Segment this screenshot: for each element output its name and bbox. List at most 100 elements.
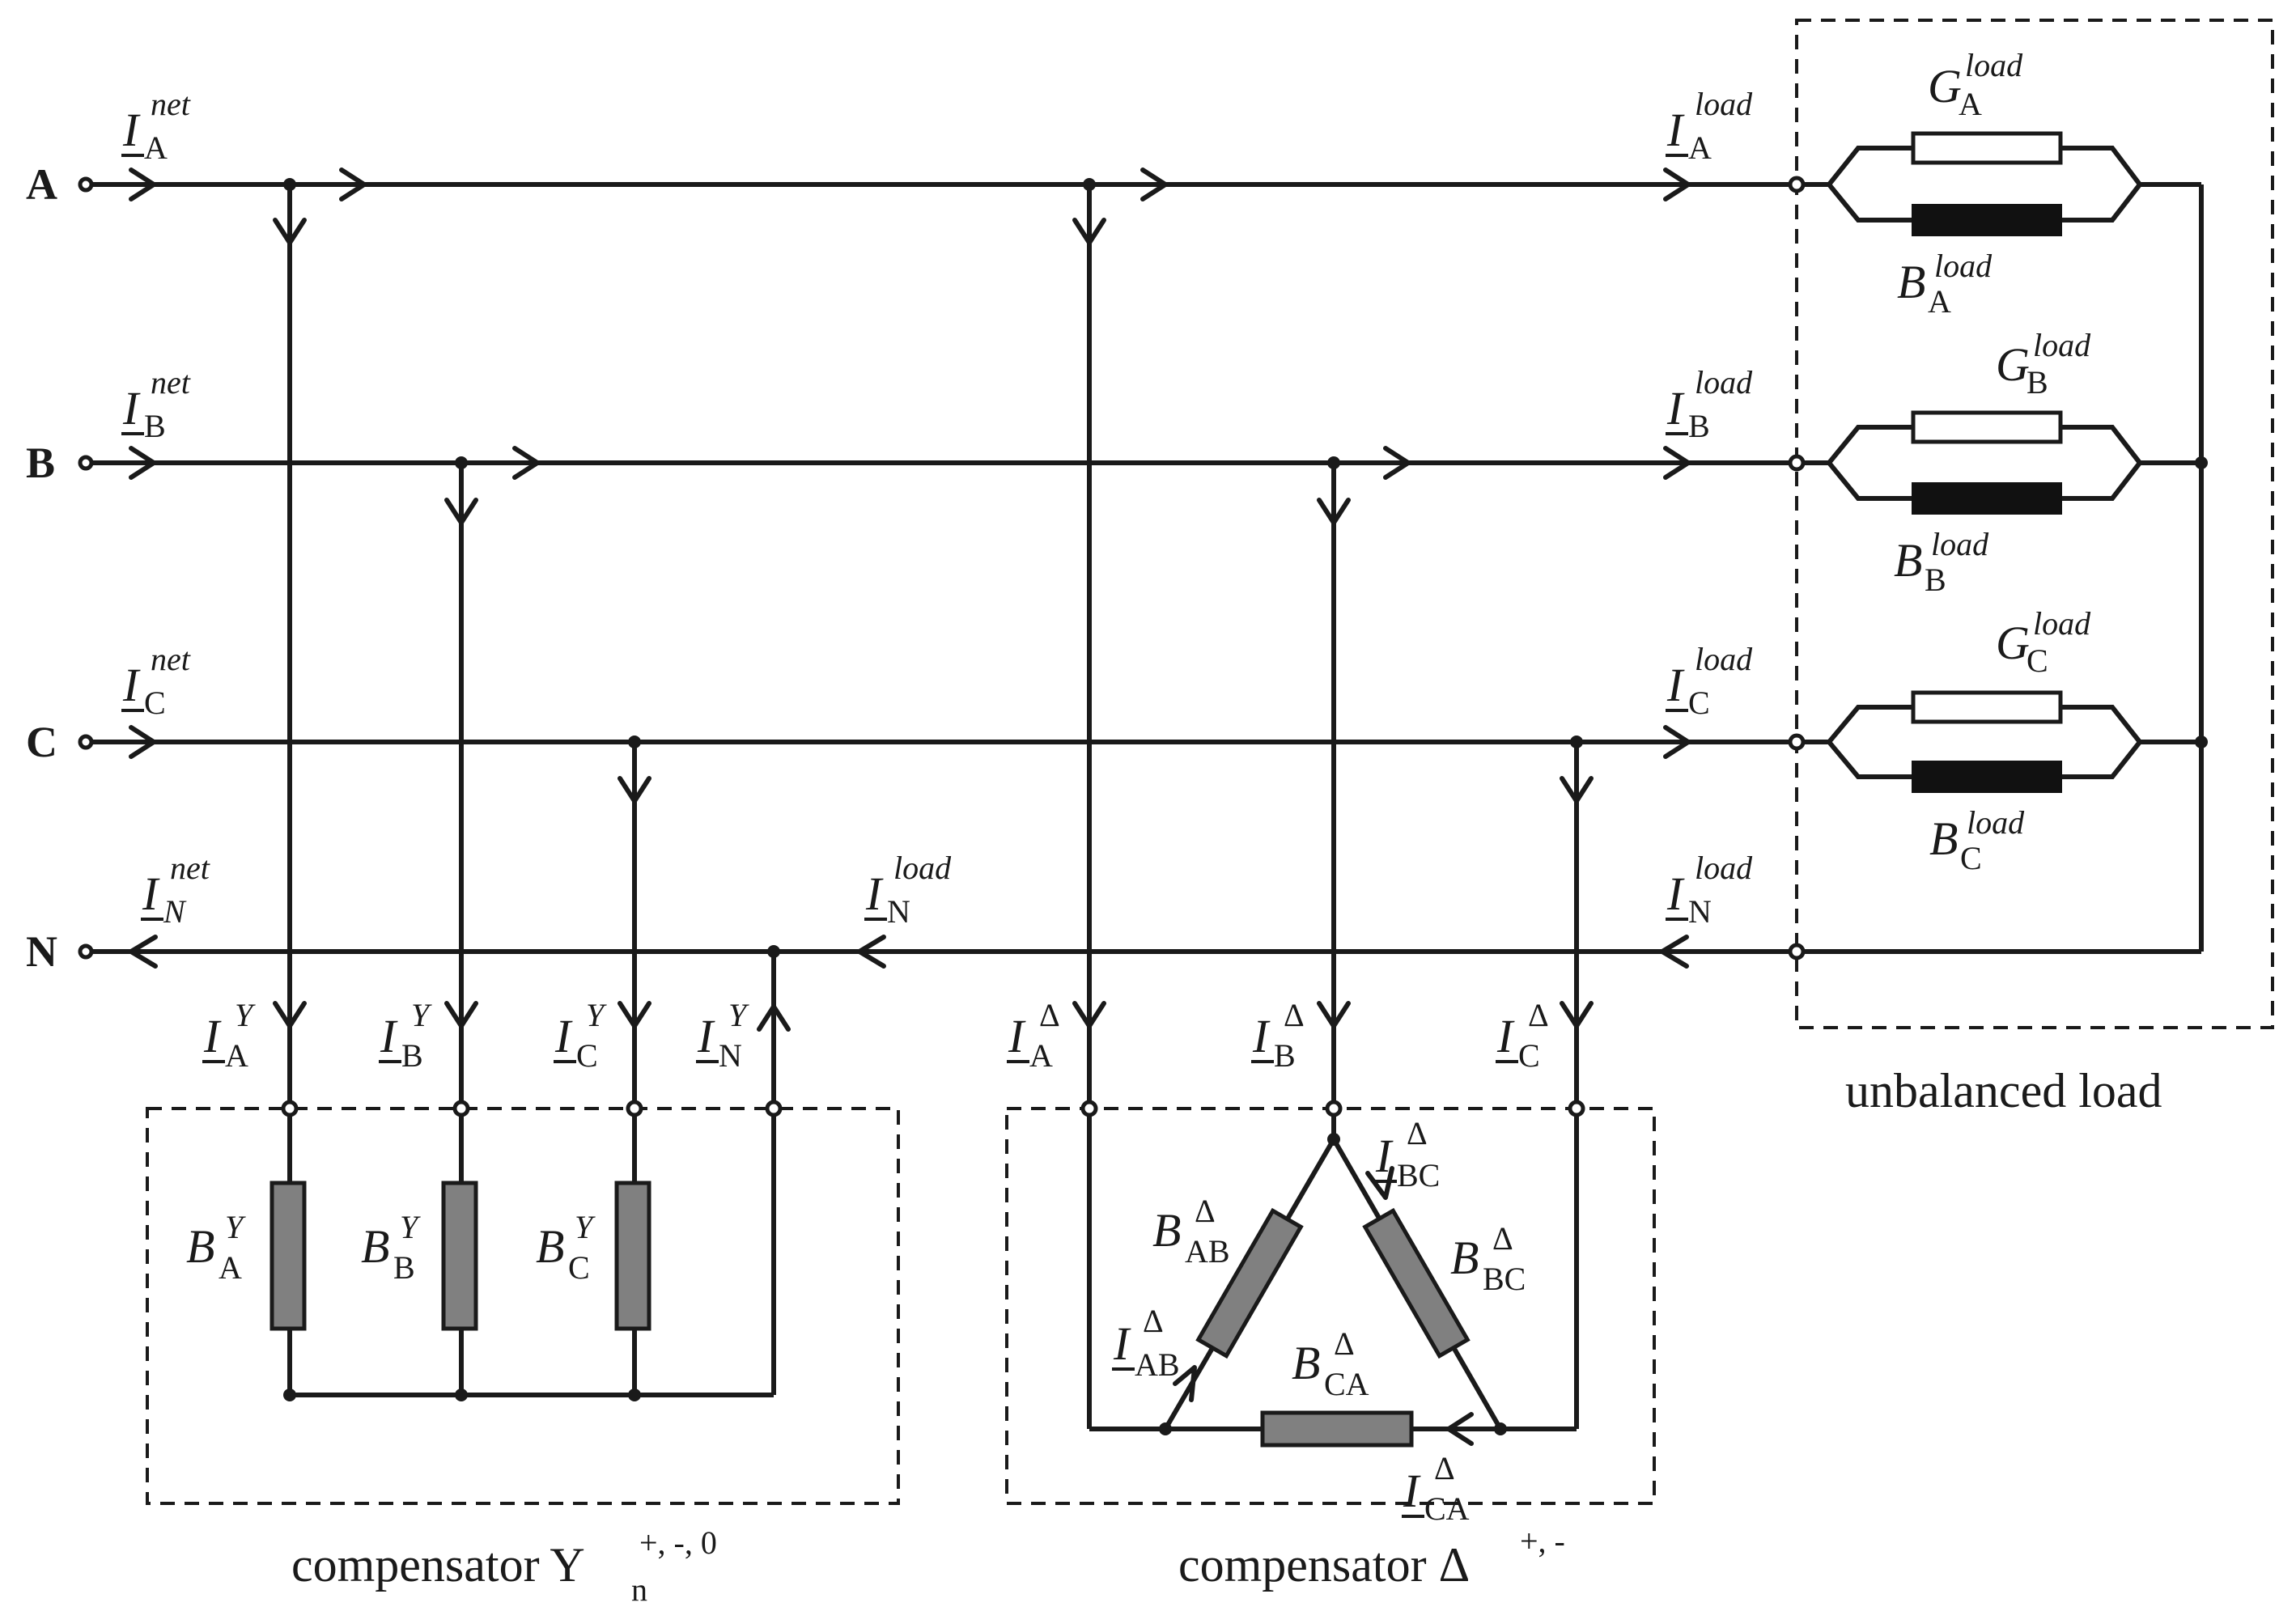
svg-text:N: N — [1688, 893, 1712, 930]
svg-text:I: I — [1403, 1465, 1421, 1517]
svg-text:load: load — [1967, 804, 2025, 841]
svg-text:load: load — [1695, 641, 1753, 677]
svg-text:BC: BC — [1483, 1261, 1526, 1297]
resistor-by-c — [614, 1181, 651, 1331]
svg-text:Y: Y — [586, 997, 607, 1033]
label-ic-load: I C load — [1666, 641, 1753, 721]
svg-text:G: G — [1928, 60, 1962, 112]
conductance-gc — [1911, 690, 2063, 724]
svg-text:B: B — [144, 408, 166, 444]
resistor-bd-ca — [1260, 1410, 1414, 1448]
label-in-y: I N Y — [696, 997, 749, 1074]
svg-text:A: A — [1688, 129, 1712, 166]
svg-text:I: I — [1666, 382, 1685, 435]
svg-text:+, -, 0: +, -, 0 — [639, 1524, 717, 1561]
svg-text:BC: BC — [1397, 1157, 1440, 1193]
label-in-load-right: I N load — [1666, 850, 1753, 930]
svg-text:net: net — [151, 641, 191, 677]
label-ib-delta: I B Δ — [1251, 997, 1305, 1074]
compensator-y-box — [146, 1107, 900, 1505]
svg-text:Y: Y — [575, 1209, 596, 1245]
svg-text:I: I — [203, 1010, 222, 1062]
label-gc-load: G C load — [1996, 605, 2091, 679]
svg-text:load: load — [2033, 605, 2091, 642]
susceptance-bb — [1912, 482, 2062, 515]
svg-text:load: load — [1695, 86, 1753, 122]
bus-label-c: C — [26, 718, 57, 766]
svg-text:B: B — [186, 1220, 214, 1273]
svg-text:B: B — [1152, 1204, 1181, 1257]
label-iab-delta: I AB Δ — [1112, 1303, 1180, 1383]
svg-text:Δ: Δ — [1407, 1115, 1428, 1151]
susceptance-bc — [1912, 761, 2062, 793]
svg-text:B: B — [2027, 364, 2048, 401]
svg-text:A: A — [144, 129, 168, 166]
svg-text:I: I — [1375, 1130, 1394, 1182]
svg-text:C: C — [1518, 1037, 1540, 1074]
resistor-bd-bc — [1362, 1207, 1471, 1359]
label-ib-load: I B load — [1666, 364, 1753, 444]
svg-text:C: C — [2027, 642, 2048, 679]
svg-text:A: A — [219, 1249, 242, 1286]
svg-text:Δ: Δ — [1434, 1450, 1455, 1486]
svg-text:net: net — [151, 364, 191, 401]
svg-text:I: I — [1666, 659, 1685, 711]
svg-text:N: N — [887, 893, 910, 930]
svg-text:net: net — [170, 850, 210, 886]
svg-text:B: B — [1925, 562, 1946, 598]
svg-text:A: A — [1959, 86, 1982, 122]
svg-text:I: I — [1666, 104, 1685, 156]
svg-text:I: I — [1008, 1010, 1026, 1062]
svg-text:A: A — [225, 1037, 248, 1074]
svg-text:I: I — [554, 1010, 573, 1062]
bus-label-a: A — [26, 160, 57, 209]
svg-text:B: B — [1292, 1337, 1320, 1389]
svg-text:n: n — [631, 1571, 647, 1608]
svg-text:AB: AB — [1185, 1233, 1230, 1270]
svg-text:compensator Y: compensator Y — [291, 1538, 585, 1592]
label-ia-load: I A load — [1666, 86, 1753, 166]
caption-compensator-delta: compensator Δ +, - — [1178, 1523, 1565, 1592]
svg-text:B: B — [1929, 812, 1958, 865]
label-bd-ca: B CA Δ — [1292, 1325, 1369, 1402]
svg-text:I: I — [865, 867, 884, 920]
label-bc-load: B C load — [1929, 804, 2025, 876]
svg-text:load: load — [1965, 47, 2023, 83]
svg-text:compensator Δ: compensator Δ — [1178, 1538, 1470, 1592]
svg-text:Δ: Δ — [1195, 1193, 1216, 1229]
conductance-ga — [1911, 131, 2063, 165]
label-ga-load: G A load — [1928, 47, 2023, 122]
label-ia-net: I A net — [121, 86, 191, 166]
bus-label-b: B — [26, 439, 55, 487]
svg-text:I: I — [1496, 1010, 1515, 1062]
svg-text:G: G — [1996, 617, 2030, 669]
svg-text:Y: Y — [400, 1209, 421, 1245]
svg-text:Δ: Δ — [1039, 997, 1060, 1033]
svg-text:I: I — [122, 104, 141, 156]
svg-text:Δ: Δ — [1492, 1220, 1513, 1257]
svg-text:load: load — [893, 850, 952, 886]
terminal-n — [78, 943, 94, 960]
label-bb-load: B B load — [1894, 526, 1989, 598]
svg-text:B: B — [1688, 408, 1710, 444]
svg-text:B: B — [393, 1249, 415, 1286]
label-ic-net: I C net — [121, 641, 191, 721]
label-by-c: B C Y — [536, 1209, 596, 1286]
caption-compensator-y: compensator Y n +, -, 0 — [291, 1524, 717, 1608]
svg-text:Y: Y — [411, 997, 432, 1033]
terminal-a — [78, 176, 94, 193]
svg-text:N: N — [719, 1037, 742, 1074]
svg-text:Δ: Δ — [1143, 1303, 1164, 1339]
svg-text:I: I — [122, 382, 141, 435]
svg-text:load: load — [1931, 526, 1989, 562]
svg-text:N: N — [163, 893, 187, 930]
label-ib-net: I B net — [121, 364, 191, 444]
svg-text:CA: CA — [1324, 1366, 1369, 1402]
svg-text:Y: Y — [728, 997, 749, 1033]
svg-text:load: load — [1934, 248, 1993, 284]
svg-text:+, -: +, - — [1520, 1523, 1565, 1559]
label-gb-load: G B load — [1996, 327, 2091, 401]
label-ica-delta: I CA Δ — [1402, 1450, 1470, 1527]
svg-text:net: net — [151, 86, 191, 122]
